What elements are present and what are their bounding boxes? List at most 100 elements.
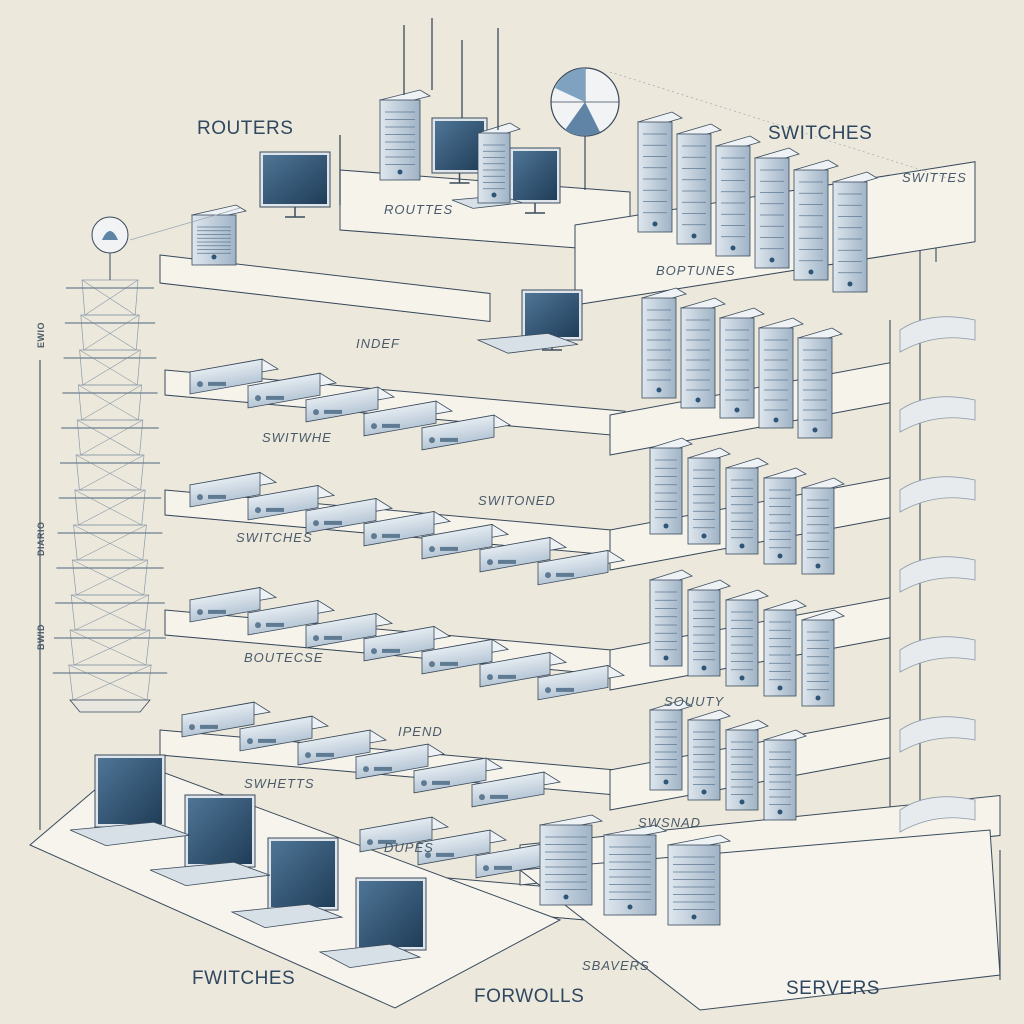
device-port — [436, 853, 454, 857]
server-led — [702, 790, 707, 795]
server-led — [813, 428, 818, 433]
device-port — [266, 623, 284, 627]
device-port — [197, 494, 203, 500]
device-port — [440, 662, 458, 666]
cable-bundle — [900, 557, 975, 592]
tower-tag-3: BWID — [36, 624, 46, 650]
device-port — [313, 520, 319, 526]
device-port — [545, 572, 551, 578]
tower-brace — [82, 385, 142, 420]
device-port — [556, 688, 574, 692]
server-front — [677, 134, 711, 244]
server-led — [564, 895, 569, 900]
server-led — [692, 234, 697, 239]
device-port — [371, 648, 377, 654]
cable-bundle — [900, 317, 975, 352]
server-led — [740, 800, 745, 805]
server-led — [816, 564, 821, 569]
shelf-label-indef: INDEF — [356, 336, 400, 351]
tower-brace — [80, 420, 142, 455]
server-front — [681, 308, 715, 408]
device-port — [494, 866, 512, 870]
server-led — [664, 656, 669, 661]
shelf-label-boutecse: BOUTECSE — [244, 650, 324, 665]
tower-brace — [81, 315, 136, 350]
monitor-screen — [359, 881, 423, 947]
tower-brace — [78, 385, 138, 420]
server-led — [657, 388, 662, 393]
tower-brace — [69, 665, 147, 700]
server-front — [764, 610, 796, 696]
monitor-screen — [435, 121, 484, 170]
server-front — [720, 318, 754, 418]
device-port — [429, 661, 435, 667]
tower-brace — [76, 560, 147, 595]
tower-tag-2: DIARIO — [36, 522, 46, 557]
device-port — [189, 724, 195, 730]
tower-brace — [84, 315, 139, 350]
server-led — [778, 810, 783, 815]
server-front — [802, 488, 834, 574]
server-led — [731, 246, 736, 251]
server-led — [778, 554, 783, 559]
server-led — [702, 666, 707, 671]
label-switches: SWITCHES — [768, 123, 872, 145]
device-port — [324, 521, 342, 525]
tower-brace — [80, 350, 138, 385]
server-led — [702, 534, 707, 539]
tower-brace — [74, 630, 150, 665]
tower-brace — [83, 350, 141, 385]
server-led — [212, 255, 217, 260]
shelf-label-dupes: DUPES — [384, 840, 434, 855]
device-port — [487, 559, 493, 565]
server-led — [664, 780, 669, 785]
cable-bundle — [900, 397, 975, 432]
tower-brace — [74, 525, 143, 560]
monitor-screen — [98, 758, 162, 824]
shelf-label-switches-mid: SWITCHES — [236, 530, 313, 545]
device-port — [432, 781, 450, 785]
server-led — [816, 696, 821, 701]
shelf-label-switoned: SWITONED — [478, 493, 556, 508]
server-front — [688, 590, 720, 676]
monitor-screen — [513, 151, 557, 200]
server-led — [653, 222, 658, 227]
tower-brace — [71, 595, 145, 630]
device-port — [487, 674, 493, 680]
tower-brace — [82, 280, 135, 315]
device-port — [371, 533, 377, 539]
tower-brace — [70, 630, 146, 665]
device-port — [421, 780, 427, 786]
server-led — [735, 408, 740, 413]
device-port — [498, 675, 516, 679]
device-port — [429, 546, 435, 552]
server-led — [740, 676, 745, 681]
server-tower-row2-1 — [642, 288, 686, 398]
device-port — [382, 424, 400, 428]
device-port — [440, 547, 458, 551]
device-port — [363, 766, 369, 772]
device-port — [429, 437, 435, 443]
server-led — [692, 915, 697, 920]
server-front — [650, 580, 682, 666]
device-port — [490, 795, 508, 799]
tower-brace — [75, 595, 149, 630]
device-port — [197, 609, 203, 615]
server-front — [716, 146, 750, 256]
device-port — [208, 382, 226, 386]
server-front — [650, 448, 682, 534]
server-front — [798, 338, 832, 438]
server-led — [778, 686, 783, 691]
device-port — [266, 508, 284, 512]
server-front — [688, 458, 720, 544]
server-front — [755, 158, 789, 268]
cable-bundle — [900, 637, 975, 672]
shelf-label-switwhe: SWITWHE — [262, 430, 332, 445]
tower-brace — [73, 665, 151, 700]
tower-brace — [76, 455, 141, 490]
server-front — [642, 298, 676, 398]
server-led — [664, 524, 669, 529]
tower-brace — [78, 490, 145, 525]
